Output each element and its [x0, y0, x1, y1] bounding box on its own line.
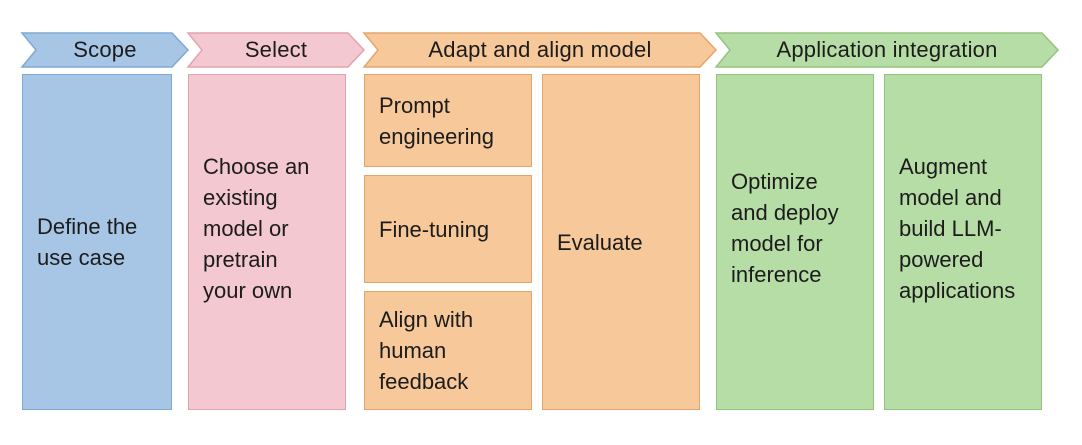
step-choose-model: Choose an existing model or pretrain you… — [188, 74, 346, 410]
phase-adapt-align-label: Adapt and align model — [428, 37, 652, 62]
step-define-use-case: Define the use case — [22, 74, 172, 410]
step-text: Fine-tuning — [379, 216, 490, 242]
step-text: Evaluate — [557, 229, 643, 255]
phase-select: Select — [186, 32, 366, 68]
step-fine-tuning: Fine-tuning — [364, 175, 532, 283]
phase-select-label: Select — [244, 37, 308, 62]
step-text: Prompt engineering — [379, 92, 494, 149]
step-text: Define the use case — [37, 214, 138, 270]
chevron-shape — [362, 32, 718, 68]
phase-scope: Scope — [20, 32, 190, 68]
step-optimize-deploy: Optimize and deploy model for inference — [716, 74, 874, 410]
step-prompt-engineering: Prompt engineering — [364, 74, 532, 167]
step-align-human-feedback: Align with human feedback — [364, 291, 532, 410]
step-text: Optimize and deploy model for inference — [731, 169, 839, 287]
phase-scope-label: Scope — [73, 37, 137, 62]
step-text: Augment model and build LLM- powered app… — [899, 153, 1016, 303]
step-text: Align with human feedback — [379, 307, 474, 394]
phase-adapt-align: Adapt and align model — [362, 32, 718, 68]
step-evaluate: Evaluate — [542, 74, 700, 410]
chevron-shape — [714, 32, 1060, 68]
chevron-shape — [186, 32, 366, 68]
chevron-shape — [20, 32, 190, 68]
step-augment-build: Augment model and build LLM- powered app… — [884, 74, 1042, 410]
phase-application-integration: Application integration — [714, 32, 1060, 68]
phase-application-integration-label: Application integration — [776, 37, 998, 62]
step-text: Choose an existing model or pretrain you… — [203, 153, 310, 303]
